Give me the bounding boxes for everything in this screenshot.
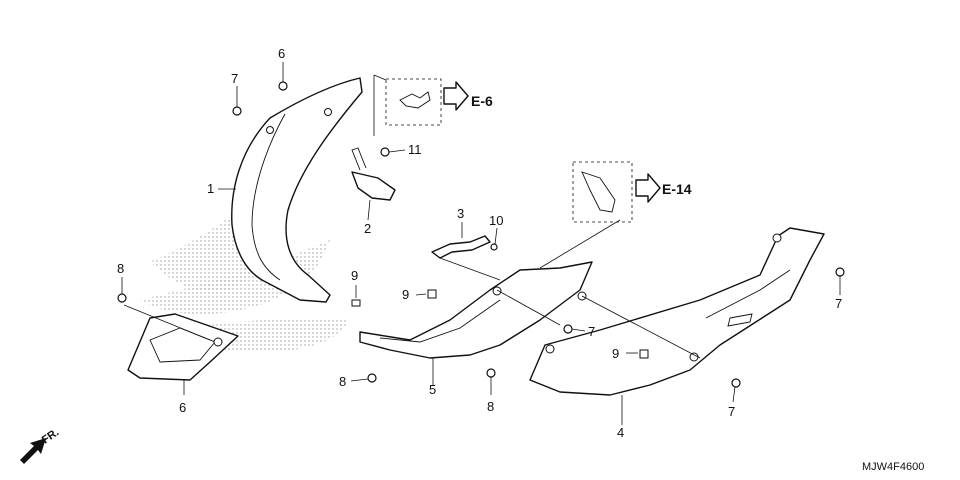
part-4-lower-cowl-right	[529, 227, 825, 396]
callout-11: 11	[408, 142, 422, 157]
diagram-code: MJW4F4600	[862, 461, 924, 473]
callout-9: 9	[612, 346, 619, 361]
callout-8: 8	[117, 261, 124, 276]
e14-reference	[572, 161, 661, 223]
callout-3: 3	[457, 206, 464, 221]
callout-7: 7	[231, 71, 238, 86]
part-5-lower-cowl-left	[359, 261, 593, 359]
reference-e6: E-6	[471, 93, 493, 109]
callout-7: 7	[728, 404, 735, 419]
leader-lines	[121, 62, 841, 425]
part-2-bracket	[351, 147, 396, 201]
e6-reference	[373, 74, 469, 136]
part-6-duct-cover	[127, 313, 239, 381]
callout-9: 9	[351, 268, 358, 283]
callout-labels: 6 7 11 1 2 3 10 9 9 8 6 5 8 8 7 4 9 7 7	[117, 46, 842, 440]
part-3-stay	[431, 235, 491, 259]
callout-7: 6	[278, 46, 285, 61]
callout-8: 8	[339, 374, 346, 389]
callout-2: 2	[364, 221, 371, 236]
callout-7: 7	[835, 296, 842, 311]
part-1-front-cowl	[231, 77, 363, 303]
callout-8: 8	[487, 399, 494, 414]
callout-10: 10	[489, 213, 503, 228]
callout-4: 4	[617, 425, 624, 440]
callout-5: 5	[429, 382, 436, 397]
callout-6: 6	[179, 400, 186, 415]
callout-9: 9	[402, 287, 409, 302]
callout-1: 1	[207, 181, 214, 196]
front-arrow: FR.	[20, 426, 61, 464]
reference-e14: E-14	[662, 181, 692, 197]
callout-7: 7	[588, 324, 595, 339]
